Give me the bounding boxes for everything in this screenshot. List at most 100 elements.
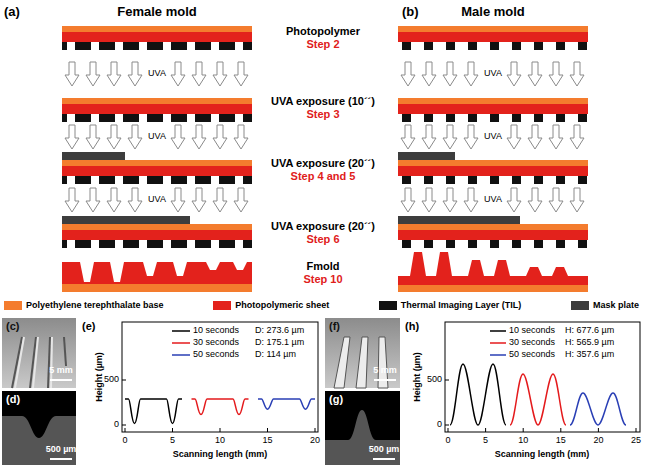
groove-section [2,416,76,465]
legend-text: Mask plate [593,301,639,311]
plot-frame [445,322,640,432]
tick-label: 5 [483,436,488,446]
series-label: 30 seconds [509,338,555,348]
scale-bar [50,379,72,381]
tick-label: 0 [445,436,450,446]
axis-title: Scanning length (mm) [173,450,268,460]
plot-frame [122,322,318,432]
pet-base [398,285,588,292]
layer-stack [62,160,252,184]
uv-arrows [401,125,584,149]
uv-label: UVA [148,132,166,142]
tick-label: 500 [427,375,442,385]
sem-image [2,318,76,388]
profile-curves [125,399,315,424]
layer-stack [398,224,588,248]
series-value: H: 677.6 µm [565,326,614,336]
ridge-section [325,410,400,465]
sem-image [325,391,400,465]
legend-text: Photopolymeric sheet [235,301,329,311]
tick-label: 0 [122,436,127,446]
axis-title: Height (µm) [95,352,105,402]
series-value: D: 273.6 µm [255,326,304,336]
legend-line-samples [490,331,506,355]
profile-curves [450,364,626,425]
female-mold-profile [62,262,252,284]
uv-label: UVA [148,69,166,79]
panel-letter: (c) [6,320,19,332]
uv-label: UVA [148,195,166,205]
scale-label: 5 mm [373,366,397,376]
tick-label: 0 [114,420,119,430]
legend-swatch [379,301,397,310]
uv-label: UVA [484,195,502,205]
panel-letter: (g) [329,393,343,405]
panel-letter: (b) [402,5,419,19]
legend-swatch [4,301,22,310]
tick-label: 25 [631,436,641,446]
layer-stack [398,26,588,50]
male-mold-profile [398,252,588,285]
layer-stack [398,98,588,122]
step-title: Fmold [307,260,340,272]
tick-label: 10 [215,436,225,446]
tick-label: 20 [310,436,320,446]
mask-plate [62,152,125,160]
tick-label: 15 [262,436,272,446]
uv-arrows [401,62,584,86]
step-number: Step 2 [306,38,339,50]
uv-label: UVA [484,132,502,142]
step-title: UVA exposure (20´´) [271,157,375,169]
series-label: 50 seconds [193,350,239,360]
panel-letter: (h) [405,320,419,332]
scale-bar [373,458,395,460]
series-value: H: 357.6 µm [565,350,614,360]
layer-stack [62,224,252,248]
series-value: H: 565.9 µm [565,338,614,348]
axis-title: Scanning length (mm) [495,450,590,460]
legend-text: Polyethylene terephthalate base [26,301,164,311]
mask-plate [398,152,455,160]
axis-ticks [445,380,636,432]
series-label: 30 seconds [193,338,239,348]
uv-arrows [65,188,248,212]
axis-ticks [122,380,315,432]
mask-plate [398,216,520,224]
legend-swatch [213,301,231,310]
axis-title: Height (µm) [413,352,423,402]
legend-text: Thermal Imaging Layer (TIL) [401,301,522,311]
step-number: Step 3 [306,108,339,120]
uv-arrows [401,188,584,212]
panel-title: Female mold [117,5,196,19]
step-number: Step 4 and 5 [291,170,356,182]
sem-image [325,318,400,388]
panel-letter: (f) [329,320,340,332]
mask-plate [62,216,190,224]
layer-stack [62,26,252,50]
tick-label: 5 [170,436,175,446]
panel-letter: (a) [4,5,20,19]
uv-arrows [65,125,248,149]
sem-image [2,391,76,465]
step-number: Step 6 [306,233,339,245]
step-title: UVA exposure (10´´) [271,95,375,107]
series-label: 50 seconds [509,350,555,360]
panel-letter: (e) [82,320,95,332]
step-number: Step 10 [303,273,342,285]
scale-bar [374,379,396,381]
series-value: D: 114 µm [255,350,296,360]
step-title: UVA exposure (20´´) [271,220,375,232]
panel-letter: (d) [6,393,20,405]
panel-title: Male mold [461,5,525,19]
series-label: 10 seconds [509,326,555,336]
scale-label: 500 µm [46,445,77,455]
pet-base [62,284,252,292]
uv-label: UVA [484,69,502,79]
tick-label: 0 [437,420,442,430]
tick-label: 15 [556,436,566,446]
legend-line-samples [172,331,190,355]
tick-label: 20 [593,436,603,446]
series-value: D: 175.1 µm [255,338,304,348]
series-label: 10 seconds [193,326,239,336]
